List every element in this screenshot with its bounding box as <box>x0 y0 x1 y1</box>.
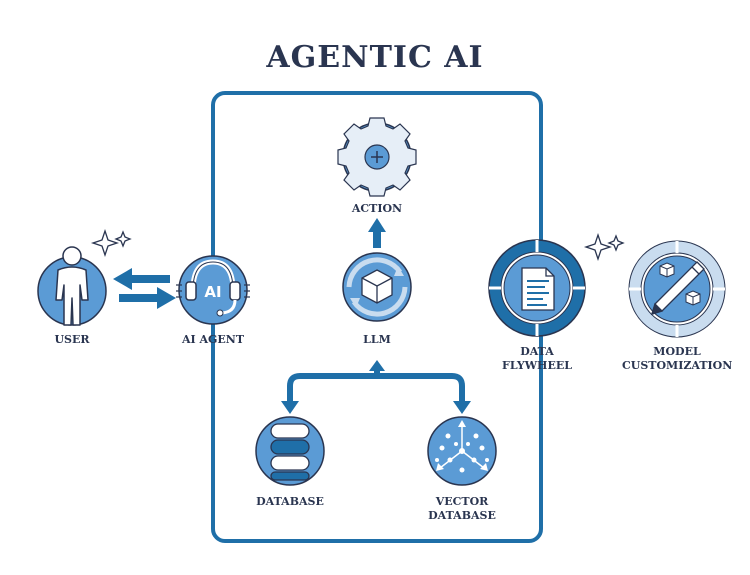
pencil-customization-icon <box>628 240 726 338</box>
headset-icon <box>176 255 250 325</box>
cube-cycle-icon <box>342 252 412 322</box>
model-customization-label-line2: CUSTOMIZATION <box>622 359 733 372</box>
model-customization-label-line1: MODEL <box>653 345 701 358</box>
vector-database-label-line1: VECTOR <box>435 495 489 508</box>
database-icon <box>255 416 325 486</box>
branch-right-arrow <box>453 401 471 414</box>
ai-badge-text: AI <box>204 283 221 301</box>
branch-left-arrow <box>281 401 299 414</box>
agent-to-user-arrow <box>113 268 170 290</box>
user-label: USER <box>54 333 90 346</box>
llm-to-action-arrow <box>368 218 386 248</box>
sparkle-icon <box>583 232 625 262</box>
llm-label: LLM <box>363 333 391 346</box>
user-icon <box>37 246 107 326</box>
database-label: DATABASE <box>256 495 324 508</box>
ai-agent-label: AI AGENT <box>181 333 245 346</box>
data-flywheel-label-line2: FLYWHEEL <box>502 359 572 372</box>
llm-branch-connector <box>287 370 465 405</box>
user-to-agent-arrow <box>119 287 176 309</box>
vector-database-label-line2: DATABASE <box>428 509 496 522</box>
gear-icon <box>337 117 417 197</box>
vector-nodes-icon <box>427 416 497 486</box>
action-label: ACTION <box>351 202 403 215</box>
data-flywheel-label-line1: DATA <box>520 345 554 358</box>
diagram-title: AGENTIC AI <box>266 40 484 75</box>
branch-up-arrow <box>369 360 385 371</box>
flywheel-document-icon <box>488 239 586 337</box>
sparkle-icon <box>90 228 132 258</box>
